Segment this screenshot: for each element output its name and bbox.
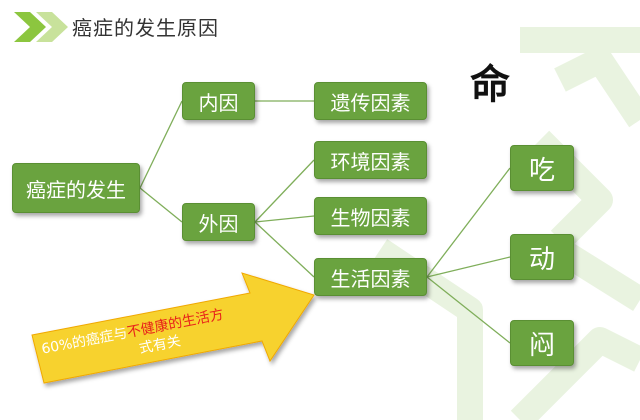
node-stuffy[interactable]: 闷 xyxy=(510,320,574,366)
double-chevron-icon xyxy=(14,12,68,42)
node-cancer-onset[interactable]: 癌症的发生 xyxy=(12,163,140,213)
arrow-shape xyxy=(31,272,315,384)
line-external-environment xyxy=(254,159,315,223)
line-lifestyle-eat xyxy=(426,167,511,278)
line-root-external xyxy=(139,187,183,223)
line-root-internal xyxy=(139,100,183,189)
line-external-biological xyxy=(254,215,315,223)
bg-stroke-upper xyxy=(554,47,640,128)
node-genetic-factor[interactable]: 遗传因素 xyxy=(314,82,427,120)
node-move[interactable]: 动 xyxy=(510,234,574,280)
node-environment-factor[interactable]: 环境因素 xyxy=(314,141,427,179)
line-lifestyle-move xyxy=(426,256,511,278)
node-biological-factor[interactable]: 生物因素 xyxy=(314,197,427,235)
highlight-arrow: 60%的癌症与不健康的生活方 式有关 xyxy=(30,265,330,395)
node-external-cause[interactable]: 外因 xyxy=(182,203,255,241)
line-lifestyle-stuffy xyxy=(426,276,511,344)
side-label-fate: 命 xyxy=(470,62,510,108)
bg-stroke-bottom xyxy=(510,327,640,420)
node-lifestyle-factor[interactable]: 生活因素 xyxy=(314,258,427,296)
page-title: 癌症的发生原因 xyxy=(72,16,219,40)
node-eat[interactable]: 吃 xyxy=(510,145,574,191)
line-external-lifestyle xyxy=(254,221,315,278)
node-internal-cause[interactable]: 内因 xyxy=(182,82,255,120)
